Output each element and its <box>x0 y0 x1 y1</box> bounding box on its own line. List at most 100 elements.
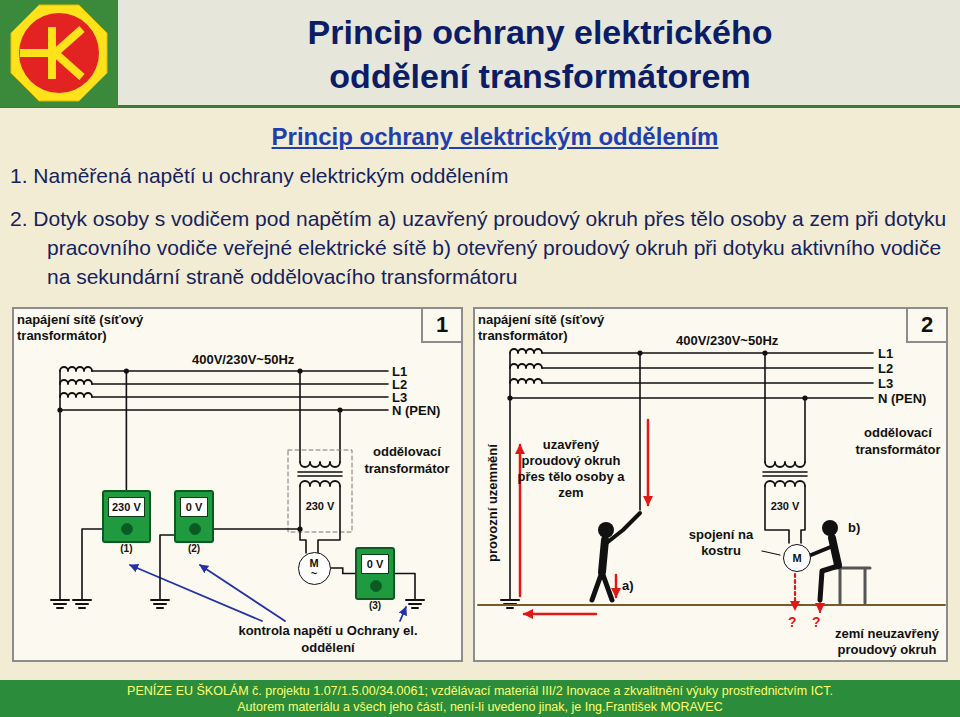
primary-lead <box>339 410 341 462</box>
transformer-core <box>763 472 807 476</box>
callout-number: (3) <box>351 600 399 612</box>
meter-lead <box>82 529 102 600</box>
footer-line: PENÍZE EU ŠKOLÁM č. projektu 1.07/1.5.00… <box>0 683 960 699</box>
meter-dial <box>189 523 201 535</box>
meter-lead <box>214 528 300 530</box>
network-conductor <box>92 396 388 398</box>
junction-dot <box>762 350 767 355</box>
stool <box>835 568 870 603</box>
current-arrow <box>524 613 596 616</box>
ground-symbol <box>406 600 424 608</box>
list-item: 1. Naměřená napětí u ochrany elektrickým… <box>10 163 910 189</box>
transformer-core <box>298 472 342 476</box>
case-letter: a) <box>622 578 634 594</box>
coil-symbol <box>510 364 542 368</box>
transformer-label: oddělovací transformátor <box>850 424 946 458</box>
junction-dot <box>637 350 642 355</box>
junction-dot <box>802 395 807 400</box>
person-arm <box>604 513 640 545</box>
meter-lead <box>126 371 128 490</box>
panel-one-drawing <box>51 367 406 621</box>
panel-ground <box>12 307 463 662</box>
junction-dot <box>124 368 129 373</box>
junction-dot <box>337 407 342 412</box>
logo-octagon <box>11 5 107 101</box>
person-head <box>822 520 838 536</box>
question-mark: ? <box>788 613 797 631</box>
current-arrow <box>819 603 821 612</box>
meter-lead <box>395 574 415 601</box>
secondary-lead <box>300 486 306 553</box>
circuit-note: zemí neuzavřený proudový okruh <box>826 626 948 658</box>
network-conductor <box>542 352 873 354</box>
footer-line: Autorem materiálu a všech jeho částí, ne… <box>0 699 960 715</box>
transformer-label: oddělovací transformátor <box>355 443 459 477</box>
voltmeter: 0 V(2) <box>174 490 214 543</box>
meter-reading: 0 V <box>361 554 389 574</box>
conductor-name: L2 <box>878 361 893 377</box>
coil-symbol <box>300 462 340 467</box>
person-leg <box>592 572 612 600</box>
callout-note: kontrola napětí u Ochrany el. oddělení <box>238 622 418 656</box>
meter-leads <box>73 368 424 608</box>
figure-panel: 1230 V(1)0 V(2)0 V(3)M~ <box>12 307 463 662</box>
network-conductor <box>542 382 873 384</box>
network-conductor <box>510 397 873 399</box>
panel-number: 2 <box>906 309 946 343</box>
meter-reading: 230 V <box>108 497 145 517</box>
current-arrow <box>615 575 618 597</box>
case-letter: b) <box>848 520 860 536</box>
conductor-name: N (PEN) <box>878 391 926 407</box>
person-sitting <box>811 520 870 603</box>
coil-symbol <box>765 481 805 486</box>
panel-number: 1 <box>421 309 461 343</box>
motor-symbol: M~ <box>298 552 331 585</box>
motor-text: M <box>792 553 801 563</box>
callout-number: (2) <box>170 543 218 555</box>
coil-symbol <box>60 367 92 371</box>
conductor-name: L1 <box>878 346 893 362</box>
leader-line <box>762 551 780 555</box>
primary-lead <box>299 371 301 462</box>
coil-symbol <box>300 481 340 486</box>
person-head <box>598 522 614 538</box>
question-mark: ? <box>812 613 821 631</box>
voltage-label: 230 V <box>767 499 803 513</box>
subtitle: Princip ochrany elektrickým oddělením <box>220 122 770 152</box>
wire-connector <box>331 568 356 574</box>
leader-line <box>200 565 285 621</box>
logo-ground <box>0 0 118 107</box>
conductor-name: N (PEN) <box>392 403 440 419</box>
network-conductor <box>92 383 388 385</box>
logo-disc <box>19 13 99 93</box>
person-arm <box>811 546 833 555</box>
voltage-label: 400V/230V~50Hz <box>676 333 778 349</box>
header-band <box>0 0 960 107</box>
primary-lead <box>804 398 806 462</box>
motor-text: ~ <box>311 568 317 578</box>
coil-symbol <box>510 349 542 353</box>
junction-dot <box>57 407 62 412</box>
meter-dial <box>370 580 382 592</box>
supply-label: napájení sítě (síťový transformátor) <box>17 312 189 344</box>
star-ground-wire <box>59 371 61 600</box>
secondary-lead <box>318 486 340 553</box>
meter-lead <box>160 535 174 600</box>
conductor-name: L3 <box>878 376 893 392</box>
person-leg <box>820 566 838 600</box>
person-body <box>832 538 838 565</box>
meter-reading: 0 V <box>180 497 208 517</box>
network-conductor <box>92 370 388 372</box>
junction-dot <box>297 526 302 531</box>
connection-note: spojení na kostru <box>682 527 760 559</box>
footer-band <box>0 680 960 717</box>
meter-dial <box>121 523 133 535</box>
coil-symbol <box>60 393 92 397</box>
transformer-frame <box>288 450 352 532</box>
earth-surface <box>478 604 945 606</box>
